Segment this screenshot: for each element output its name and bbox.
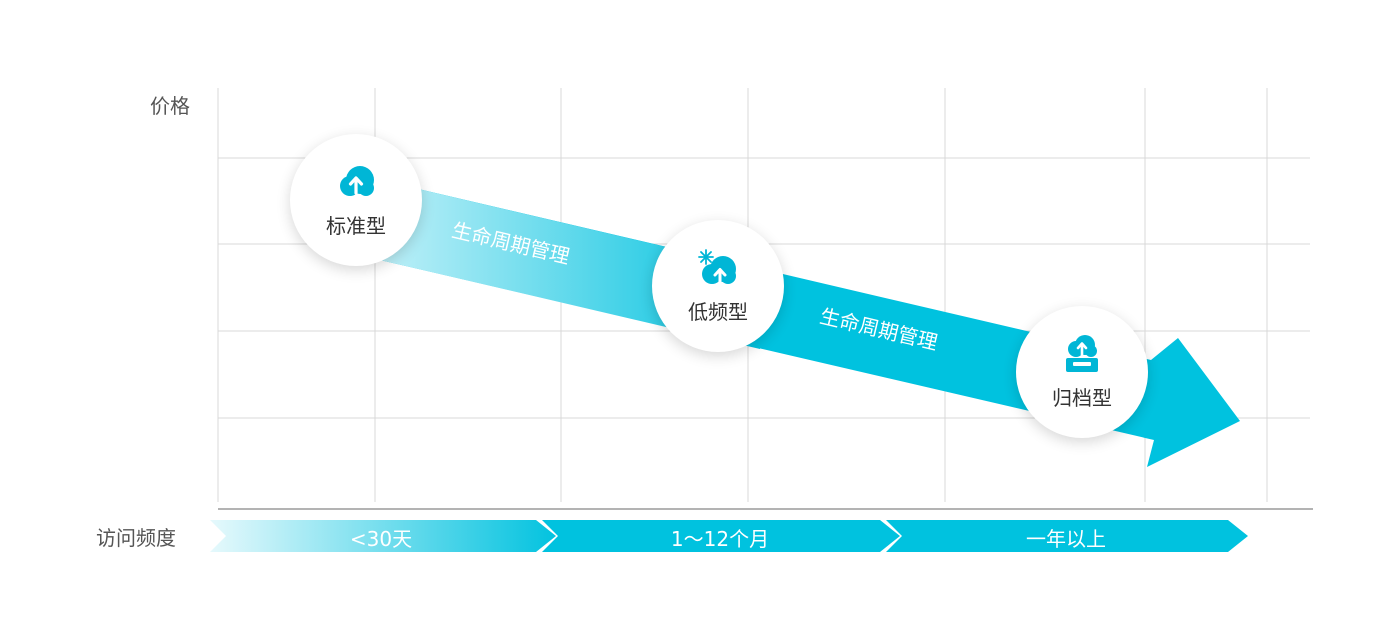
- frequency-label-3: 一年以上: [1026, 527, 1106, 551]
- tier-standard: 标准型: [290, 134, 422, 266]
- segment-3: [886, 520, 1248, 552]
- cloud-upload-icon: [340, 165, 374, 196]
- tier-archive: 归档型: [1016, 306, 1148, 438]
- segment-1: [210, 520, 556, 552]
- cloud-archive-icon: [1066, 334, 1098, 372]
- x-axis-title: 访问频度: [96, 526, 176, 550]
- y-axis-title: 价格: [150, 94, 190, 118]
- cloud-snowflake-icon: [698, 248, 736, 284]
- segment-2: [542, 520, 900, 552]
- tier-infrequent: 低频型: [652, 220, 784, 352]
- frequency-label-1: <30天: [349, 527, 413, 551]
- tier-label: 标准型: [326, 213, 386, 238]
- tier-label: 低频型: [688, 299, 748, 324]
- tier-label: 归档型: [1052, 385, 1112, 410]
- frequency-label-2: 1～12个月: [670, 527, 770, 551]
- frequency-bar: [210, 520, 1248, 552]
